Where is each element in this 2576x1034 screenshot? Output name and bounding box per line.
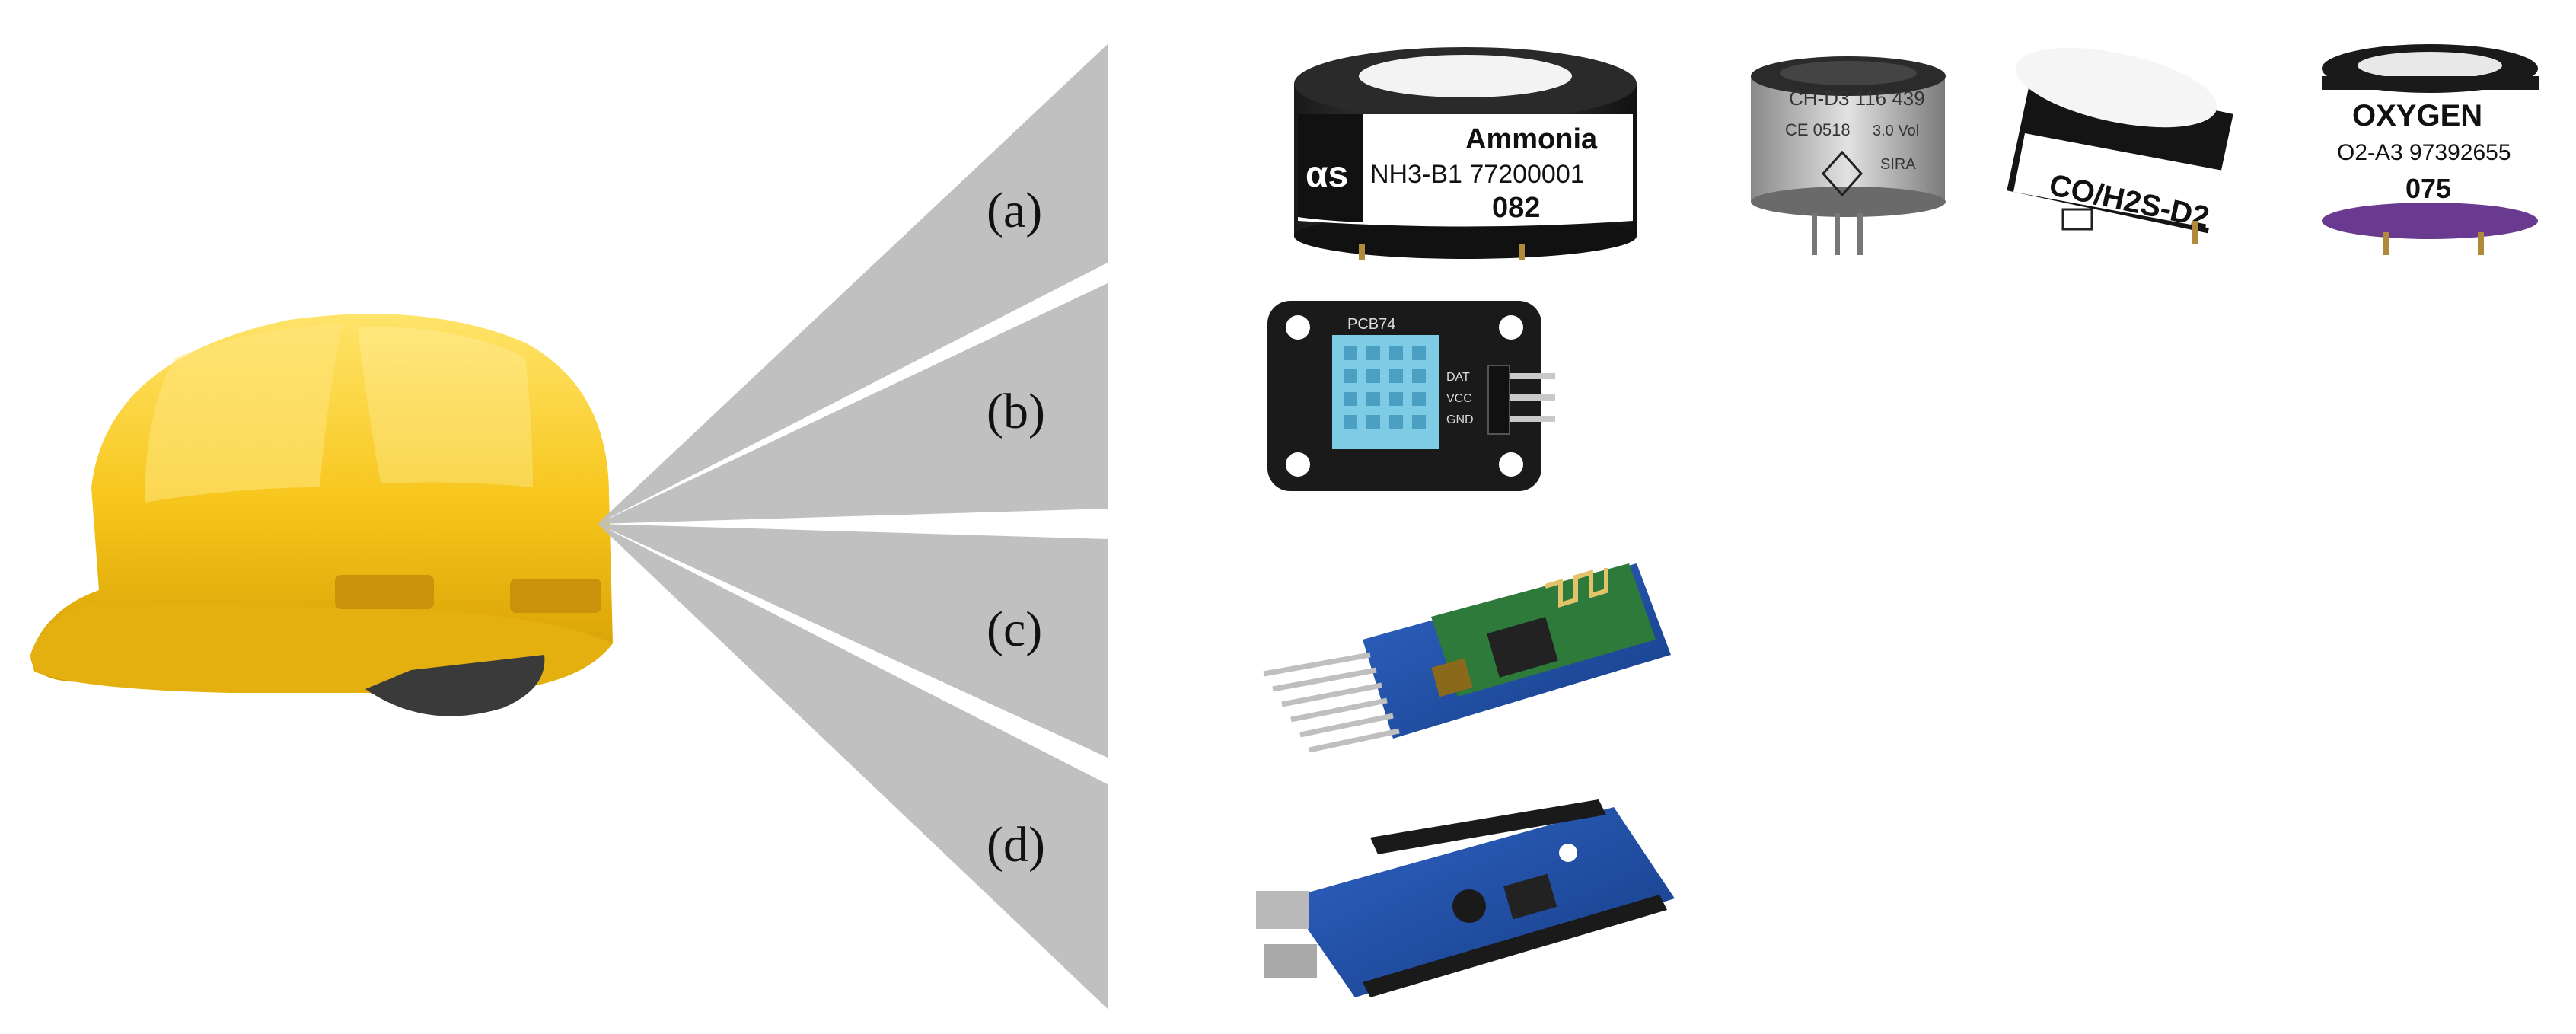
label-d: (d): [987, 817, 1045, 873]
dht-pin-dat: DAT: [1446, 371, 1470, 384]
hard-hat-image: [30, 314, 613, 716]
dht-pin-vcc: VCC: [1446, 392, 1472, 405]
dht-board-label: PCB74: [1347, 316, 1395, 333]
methane-sensor-image: CH-D3 116 439 CE 0518 3.0 Vol SIRA: [1751, 56, 1946, 255]
ch4-model: CH-D3 116 439: [1789, 87, 1925, 110]
ammonia-name: Ammonia: [1465, 123, 1598, 155]
wedge-b: [598, 283, 1108, 524]
oxygen-name: OXYGEN: [2352, 99, 2482, 132]
ammonia-sensor-image: αs Ammonia NH3-B1 77200001 082: [1294, 47, 1637, 260]
ch4-ce: CE 0518: [1785, 120, 1851, 139]
ch4-volt: 3.0 Vol: [1873, 123, 1919, 139]
dht-pin-gnd: GND: [1446, 413, 1474, 426]
wedge-a: [598, 44, 1108, 524]
ammonia-logo: αs: [1306, 155, 1348, 195]
label-a: (a): [987, 183, 1042, 238]
ammonia-batch: 082: [1492, 192, 1540, 224]
arduino-mega-board-image: [1256, 799, 1675, 997]
wedge-c: [598, 524, 1108, 758]
label-c: (c): [987, 602, 1042, 657]
oxygen-model: O2-A3 97392655: [2337, 140, 2511, 165]
co-h2s-sensor-image: CO/H2S-D2: [2007, 47, 2233, 244]
oxygen-sensor-image: OXYGEN O2-A3 97392655 075: [2322, 44, 2539, 255]
label-b: (b): [987, 384, 1045, 439]
wedge-d: [598, 524, 1108, 1009]
dht-sensor-module-image: PCB74 DAT VCC GND: [1267, 301, 1555, 491]
ch4-cert: SIRA: [1880, 156, 1916, 173]
callout-wedges: [598, 44, 1108, 1009]
bluetooth-module-image: [1263, 563, 1671, 753]
ammonia-model: NH3-B1 77200001: [1370, 160, 1585, 189]
oxygen-batch: 075: [2405, 173, 2451, 204]
